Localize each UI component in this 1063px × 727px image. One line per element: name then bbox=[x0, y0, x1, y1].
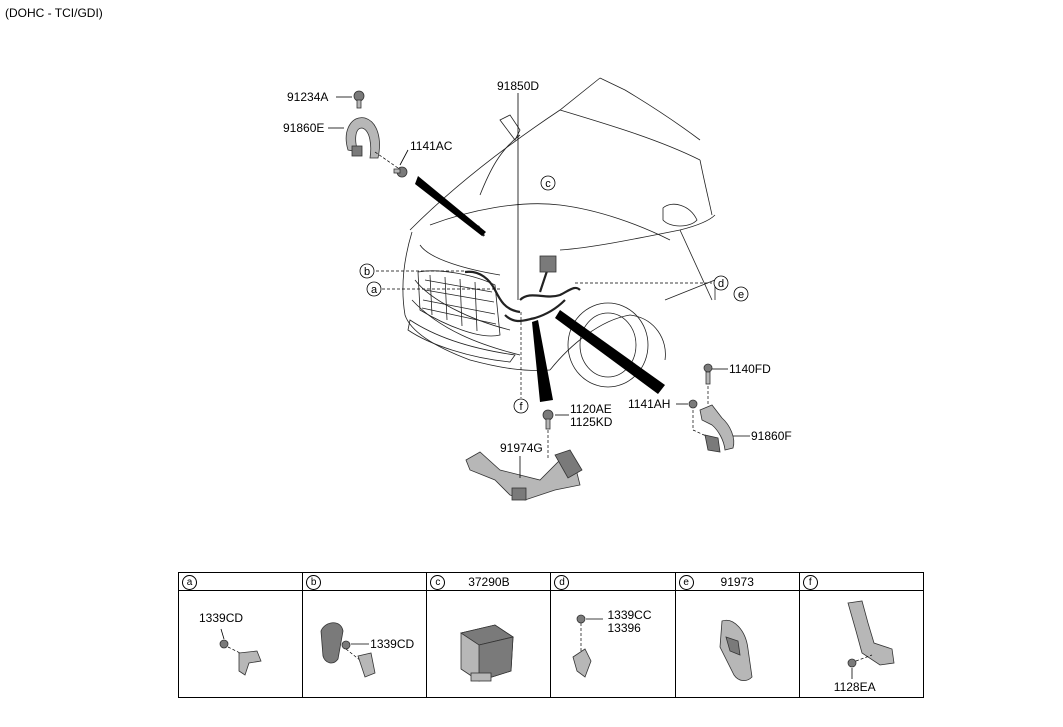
part-illustration-f bbox=[847, 600, 895, 679]
label-91860F: 91860F bbox=[751, 429, 792, 443]
svg-text:d: d bbox=[718, 278, 724, 290]
svg-text:a: a bbox=[371, 284, 378, 296]
svg-text:e: e bbox=[738, 289, 744, 301]
bolt-1140fd bbox=[703, 363, 728, 385]
part-illustration-b bbox=[320, 622, 376, 678]
table-cell-a: 1339CD bbox=[177, 590, 304, 698]
table-cell-d: 1339CC 13396 bbox=[550, 590, 676, 698]
table-cell-f: 1128EA bbox=[798, 590, 925, 698]
callout-b: b bbox=[359, 263, 375, 279]
callout-a: a bbox=[366, 281, 382, 297]
part-illustration-e bbox=[719, 619, 753, 681]
label-1141AH: 1141AH bbox=[628, 397, 670, 411]
table-letter-b: b bbox=[306, 575, 322, 590]
table-b-label-1339cd: 1339CD bbox=[370, 637, 415, 651]
label-1125KD: 1125KD bbox=[570, 415, 613, 429]
table-letter-f: f bbox=[802, 575, 818, 590]
table-letter-d: d bbox=[554, 575, 570, 590]
table-head-b: b bbox=[302, 572, 428, 591]
table-f-label-1128ea: 1128EA bbox=[833, 680, 876, 694]
label-91860E: 91860E bbox=[283, 121, 324, 135]
table-d-label-13396: 13396 bbox=[607, 621, 641, 635]
screw-1141ac bbox=[374, 149, 409, 178]
table-letter-c: c bbox=[430, 575, 446, 590]
bracket-91974g bbox=[465, 449, 583, 501]
table-part-e: 91973 bbox=[720, 575, 754, 589]
bolt-91234a bbox=[336, 90, 365, 109]
screw-1141ah bbox=[676, 386, 716, 441]
table-part-c: 37290B bbox=[468, 575, 510, 589]
table-d-label-1339cc: 1339CC bbox=[607, 608, 652, 622]
label-91850D: 91850D bbox=[497, 79, 539, 93]
table-letter-a: a bbox=[182, 575, 197, 590]
table-a-label-1339cd: 1339CD bbox=[199, 611, 244, 625]
label-1140FD: 1140FD bbox=[729, 362, 771, 376]
table-letter-e: e bbox=[678, 575, 694, 590]
exploded-diagram: 91234A 91860E 1141AC 91850D c b a d e f bbox=[283, 77, 792, 501]
bracket-91860f bbox=[699, 404, 750, 453]
parts-table: a b c 37290B d e 91973 f 1339CD 1339CD bbox=[177, 572, 925, 698]
table-head-f: f bbox=[798, 572, 925, 591]
table-cell-e bbox=[674, 590, 800, 698]
svg-text:f: f bbox=[519, 401, 523, 413]
callout-e: e bbox=[733, 286, 749, 302]
label-1120AE: 1120AE bbox=[570, 402, 612, 416]
table-head-a: a bbox=[177, 572, 304, 591]
part-illustration-d bbox=[573, 614, 604, 678]
car-body bbox=[402, 77, 716, 388]
label-91974G: 91974G bbox=[500, 441, 543, 455]
callout-c: c bbox=[540, 175, 556, 191]
bolt-1120ae bbox=[542, 409, 569, 460]
part-illustration-a bbox=[219, 628, 262, 676]
table-head-d: d bbox=[550, 572, 676, 591]
leader-wedge-right bbox=[555, 310, 665, 394]
callout-f: f bbox=[513, 398, 529, 414]
table-head-c: c 37290B bbox=[426, 572, 552, 591]
diagram-header: (DOHC - TCI/GDI) bbox=[5, 6, 103, 20]
label-1141AC: 1141AC bbox=[410, 139, 453, 153]
bracket-91860e bbox=[328, 117, 380, 159]
callout-d: d bbox=[713, 275, 729, 291]
leader-wedge-top bbox=[415, 176, 486, 236]
wiring-harness bbox=[464, 225, 581, 323]
svg-text:b: b bbox=[364, 266, 370, 278]
table-cell-c bbox=[426, 590, 552, 698]
part-illustration-c bbox=[460, 624, 515, 682]
leader-wedge-bottom bbox=[532, 320, 553, 402]
label-91234A: 91234A bbox=[287, 90, 328, 104]
table-head-e: e 91973 bbox=[674, 572, 800, 591]
svg-text:c: c bbox=[545, 178, 551, 190]
table-cell-b: 1339CD bbox=[302, 590, 428, 698]
